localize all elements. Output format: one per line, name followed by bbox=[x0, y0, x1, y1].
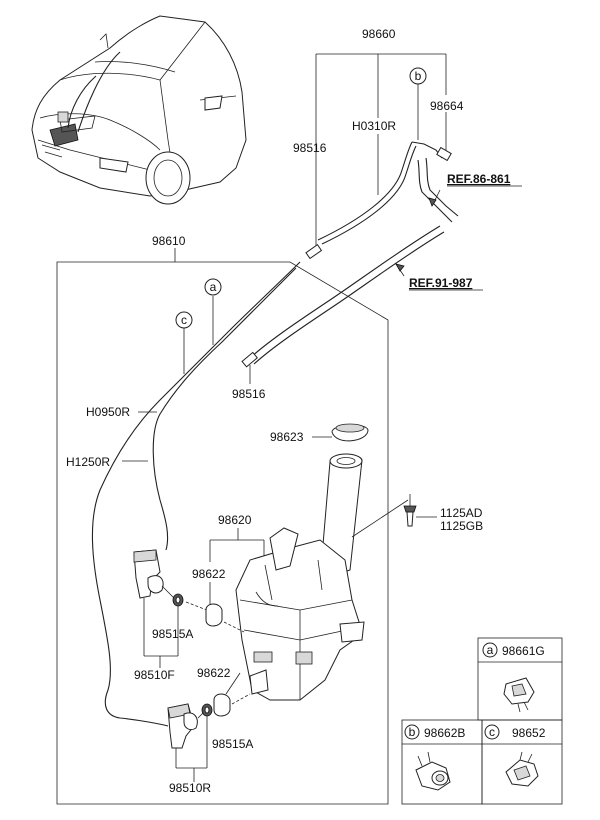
label-H0310R: H0310R bbox=[352, 119, 396, 133]
label-1125AD: 1125AD bbox=[440, 506, 483, 520]
clip-98662B-icon bbox=[415, 751, 451, 791]
tank-leader bbox=[209, 528, 265, 604]
ref-91-987[interactable]: REF.91-987 bbox=[409, 276, 473, 290]
top-assembly bbox=[305, 53, 459, 260]
svg-text:c: c bbox=[489, 725, 495, 739]
svg-text:b: b bbox=[409, 725, 416, 739]
svg-text:b: b bbox=[415, 69, 422, 83]
label-98515A-lower: 98515A bbox=[212, 737, 253, 751]
label-98516-upper: 98516 bbox=[293, 141, 327, 155]
legend-item-a[interactable]: a 98661G bbox=[477, 637, 563, 721]
label-98622-lower: 98622 bbox=[197, 666, 231, 680]
label-98610: 98610 bbox=[152, 234, 186, 248]
svg-text:a: a bbox=[487, 643, 494, 657]
legend-part-c: 98652 bbox=[512, 726, 546, 740]
label-98510F: 98510F bbox=[134, 668, 175, 682]
callout-a[interactable]: a bbox=[204, 278, 222, 296]
label-98516-lower: 98516 bbox=[232, 387, 266, 401]
hoses bbox=[91, 225, 445, 727]
label-98515A-upper: 98515A bbox=[152, 627, 193, 641]
clip-98652-icon bbox=[505, 751, 539, 787]
svg-text:c: c bbox=[181, 313, 187, 327]
reservoir-tank bbox=[235, 423, 437, 701]
label-1125GB: 1125GB bbox=[440, 519, 483, 533]
front-pump bbox=[133, 549, 245, 668]
car-illustration bbox=[31, 15, 247, 205]
label-98660: 98660 bbox=[362, 27, 396, 41]
label-98620: 98620 bbox=[218, 513, 252, 527]
assembly-98610-frame bbox=[56, 248, 389, 805]
legend-item-c[interactable]: c 98652 bbox=[481, 719, 563, 805]
label-H0950R: H0950R bbox=[86, 405, 130, 419]
label-98623: 98623 bbox=[270, 430, 304, 444]
label-98664: 98664 bbox=[430, 99, 464, 113]
legend: a 98661G b 98662B bbox=[401, 637, 563, 805]
clip-98661G-icon bbox=[503, 677, 535, 713]
label-98510R: 98510R bbox=[169, 781, 211, 795]
label-H1250R: H1250R bbox=[66, 455, 110, 469]
label-98622-upper: 98622 bbox=[192, 567, 226, 581]
legend-part-b: 98662B bbox=[424, 726, 465, 740]
part-labels: 98660 98664 H0310R 98516 REF.86-861 9861… bbox=[66, 27, 522, 795]
legend-item-b[interactable]: b 98662B bbox=[401, 719, 483, 805]
rear-pump bbox=[167, 672, 251, 782]
callouts: a b c bbox=[175, 67, 427, 329]
svg-text:a: a bbox=[210, 280, 217, 294]
legend-part-a: 98661G bbox=[502, 644, 545, 658]
ref-86-861[interactable]: REF.86-861 bbox=[447, 172, 511, 186]
callout-b[interactable]: b bbox=[409, 67, 427, 85]
callout-c[interactable]: c bbox=[175, 311, 193, 329]
